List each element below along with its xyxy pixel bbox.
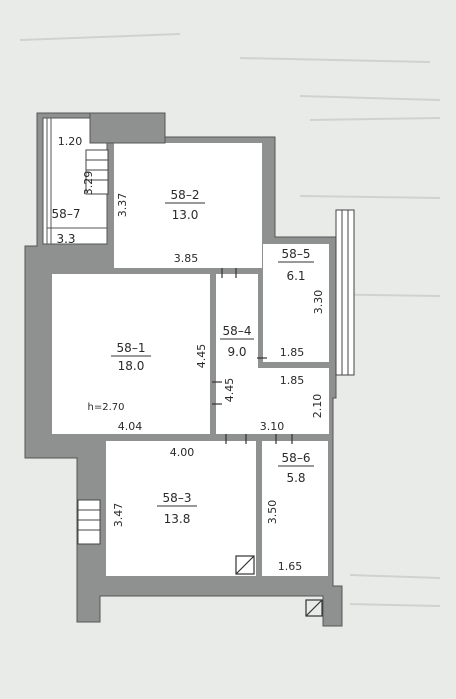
balcony xyxy=(42,112,166,245)
room-58-2-number: 58–2 xyxy=(171,188,200,202)
dim-room6-height: 3.50 xyxy=(266,500,279,525)
room-58-7-area: 3.3 xyxy=(56,232,75,246)
room-58-3-number: 58–3 xyxy=(163,491,192,505)
dim-room5-height: 3.30 xyxy=(312,290,325,315)
dim-room6-width: 1.65 xyxy=(278,560,303,573)
room-58-1-number: 58–1 xyxy=(117,341,146,355)
dim-room3-height: 3.47 xyxy=(112,503,125,528)
dim-corridor-height: 2.10 xyxy=(311,394,324,419)
dim-room5-width: 1.85 xyxy=(280,346,305,359)
room-58-6-number: 58–6 xyxy=(282,451,311,465)
dim-corridor-width: 1.85 xyxy=(280,374,305,387)
room-58-1-area: 18.0 xyxy=(118,359,145,373)
room-58-4-area: 9.0 xyxy=(227,345,246,359)
room-58-6-area: 5.8 xyxy=(286,471,305,485)
windows xyxy=(77,149,355,545)
dim-room4-height: 4.45 xyxy=(223,378,236,403)
dim-balcony-length: 3.29 xyxy=(82,171,95,196)
door-marks xyxy=(212,268,323,617)
dim-room2-width: 3.85 xyxy=(174,252,199,265)
room-58-7-number: 58–7 xyxy=(52,207,81,221)
ceiling-height-label: h=2.70 xyxy=(88,402,125,413)
room-58-5-number: 58–5 xyxy=(282,247,311,261)
dim-corridor-length: 3.10 xyxy=(260,420,285,433)
room-58-4-number: 58–4 xyxy=(223,324,252,338)
room-58-5-area: 6.1 xyxy=(286,269,305,283)
dim-balcony-width: 1.20 xyxy=(58,135,83,148)
dim-room1-width: 4.04 xyxy=(118,420,143,433)
dim-room2-height: 3.37 xyxy=(116,193,129,218)
dim-room1-height: 4.45 xyxy=(195,344,208,369)
room-58-3-area: 13.8 xyxy=(164,512,191,526)
dim-room3-width: 4.00 xyxy=(170,446,195,459)
dimension-labels: 1.20 3.29 3.37 3.85 3.30 1.85 4.45 4.45 … xyxy=(58,135,325,573)
room-labels: 58–7 3.3 58–2 13.0 58–5 6.1 58–1 18.0 58… xyxy=(52,188,314,526)
room-58-2-area: 13.0 xyxy=(172,208,199,222)
